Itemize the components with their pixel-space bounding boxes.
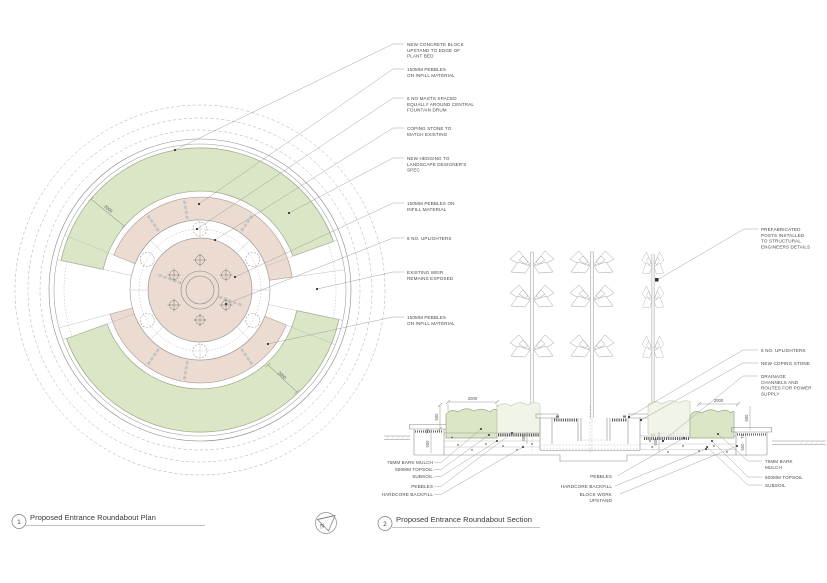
hedge-arc-top [60,147,334,270]
plan-dimension-bottom: 2000 [265,362,300,395]
dim-hedge-top: 2000 [103,204,114,214]
label-bark-mulch-left: 75MM BARK MULCH [387,460,433,465]
dim-hedge-bottom: 2000 [277,370,288,380]
plan-outer-circles [14,104,386,476]
label-subsoil-left: SUBSOIL [412,474,433,479]
roundabout-plan: 2000 2000 [14,104,386,476]
label-topsoil-right: 500MM TOPSOIL [765,475,803,480]
roundabout-section: 2000 2000 600 600 75 500 75 500 450 600 [384,250,826,462]
section-hedge-left [445,408,498,439]
uplighter-fitting [623,415,626,418]
fountain-centre [180,270,220,310]
dim-mulch-right: 75 [740,434,745,439]
detail-number: 1 [17,519,21,526]
section-bed-left [444,432,540,451]
plan-radial-lines [57,234,345,346]
label-topsoil-left: 500MM TOPSOIL [395,467,433,472]
section-hedge-right-rear [647,400,691,435]
plan-title: Proposed Entrance Roundabout Plan [30,513,156,522]
detail-number-circle [11,514,27,529]
section-bed-right [640,435,736,453]
section-planter-left [409,424,449,455]
dim-topsoil-left: 500 [425,440,430,448]
section-annotation-coping: NEW COPING STONE [761,361,810,366]
label-pebbles-mid: PEBBLES [590,474,612,479]
section-road-left [384,435,410,440]
plan-dimension-top: 2000 [88,196,127,229]
dim-bed-width-right: 2000 [714,398,724,403]
section-drum [535,406,652,453]
dim-bed-depth: 450 [521,434,526,442]
label-pebbles-left: PEBBLES [411,484,433,489]
section-dimensions: 2000 2000 600 600 75 500 75 500 450 600 [425,396,751,456]
label-hardcore-mid: HARDCORE BACKFILL [561,484,613,489]
drum-streaks [156,273,244,307]
section-planter-right [731,427,772,455]
dim-hedge-height-right: 600 [744,414,749,422]
uplighter-fitting [556,415,559,418]
dim-hedge-height-left: 600 [434,413,439,421]
dim-bed-width-left: 2000 [468,396,478,401]
fountain-drum [147,237,253,343]
drainage-streaks [146,199,254,381]
section-road-right [772,440,826,445]
dim-bed-depth2: 600 [653,438,658,446]
north-label: N [318,522,326,530]
dim-topsoil-right: 500 [740,443,745,451]
section-hedge-right [689,409,735,439]
plan-leader-dots [173,148,319,346]
north-arrow-icon: N [315,512,337,534]
dim-mulch-left: 75 [425,429,430,434]
section-title-block: 2 Proposed Entrance Roundabout Section [377,515,540,531]
leader-marker [655,278,659,282]
detail-number: 2 [383,521,387,528]
section-left-label-dots [480,428,524,448]
mast-position-circles [139,221,261,359]
plan-annotation: 6 NO. UPLIGHTERS [407,236,452,241]
section-title: Proposed Entrance Roundabout Section [396,515,532,524]
label-hardcore-left: HARDCORE BACKFILL [382,492,434,497]
section-annotation-uplighters: 6 NO. UPLIGHTERS [761,348,806,353]
section-hedge-left-rear [496,402,541,437]
detail-number-circle [377,516,393,531]
section-baseline [414,454,767,462]
plan-title-block: 1 Proposed Entrance Roundabout Plan [11,513,205,529]
label-subsoil-right: SUBSOIL [765,483,786,488]
plan-leaders [173,43,404,346]
